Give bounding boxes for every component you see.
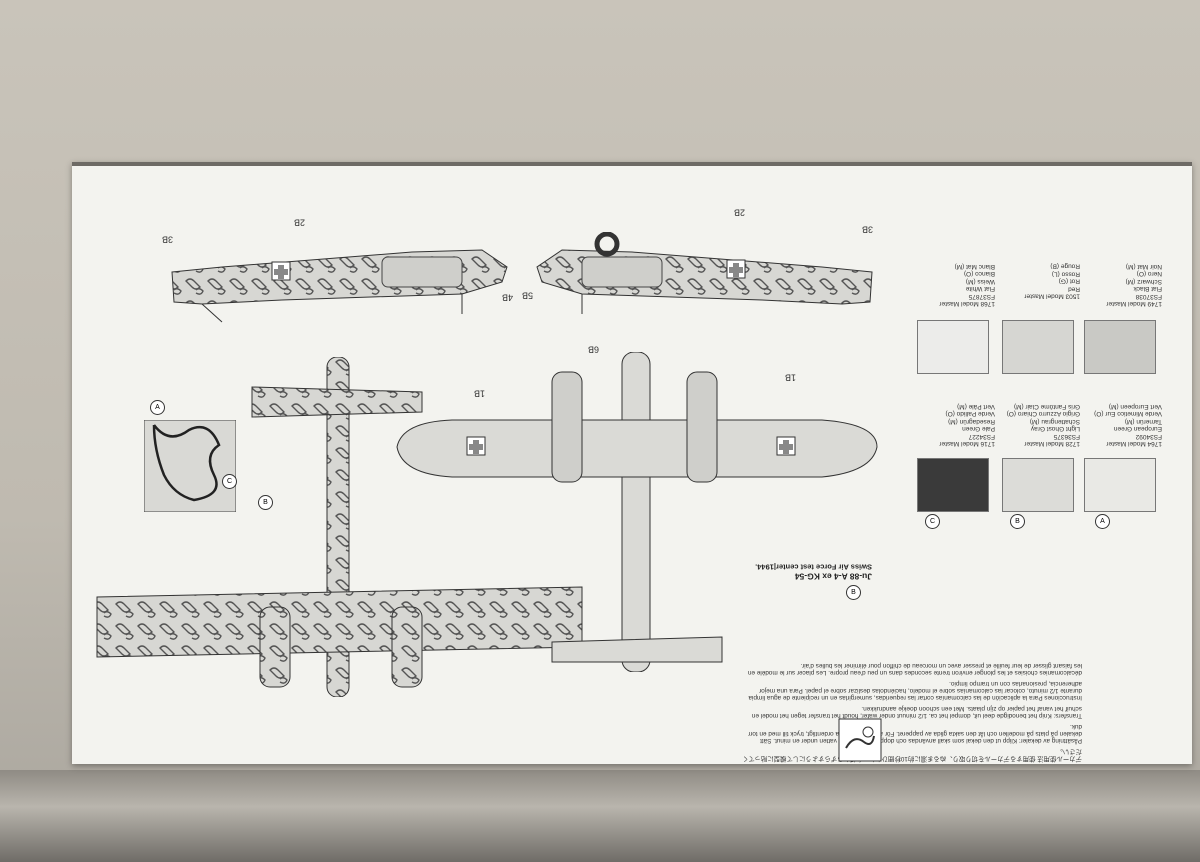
instructions-no: Påsättning av dekaler: Klipp ut den deka…: [748, 722, 1082, 745]
swatch-b: [1002, 458, 1074, 512]
swatch-tag-c: C: [925, 514, 940, 529]
camo-detail-inset: [144, 420, 236, 512]
detail-tag-c: C: [222, 474, 237, 489]
swatch-f: [917, 320, 989, 374]
callout-3b-right: 3B: [862, 224, 874, 235]
side-view-port: [171, 249, 508, 323]
callout-2b-right: 2B: [734, 207, 746, 218]
callout-4b: 4B: [502, 292, 514, 303]
bottom-view: [396, 352, 878, 672]
swatch-e: [1002, 320, 1074, 374]
sheet-fold: [72, 162, 1192, 166]
callout-1b-left: 1B: [474, 388, 486, 399]
swatch-c: [917, 458, 989, 512]
decal-instructions: デカール使用法 使用するデカールを切り取り、ぬるま湯に約10秒間ひたして台紙から…: [742, 602, 1082, 762]
instructions-es: Instrucciones Para la aplicación de las …: [748, 679, 1082, 702]
instructions-fr: décalcomanies choisies et les plonger en…: [747, 662, 1082, 677]
decal-water-icon: [838, 718, 882, 762]
caption-marker: B: [846, 585, 861, 600]
side-view-starboard: [536, 232, 873, 314]
instructions-jp: デカール使用法 使用するデカールを切り取り、ぬるま湯に約10秒間ひたして台紙から…: [742, 747, 1082, 762]
callout-2b-left: 2B: [294, 217, 306, 228]
swatch-tag-a: A: [1095, 514, 1110, 529]
caption-block: Ju-88 A-4 ex KG-54 Swiss Air Force test …: [632, 562, 872, 582]
caption-title: Ju-88 A-4 ex KG-54: [794, 571, 872, 582]
caption-subtitle: Swiss Air Force test center|1944.: [755, 562, 872, 572]
swatch-d: [1084, 320, 1156, 374]
swatch-a: [1084, 458, 1156, 512]
detail-tag-b: B: [258, 495, 273, 510]
callout-1b-right: 1B: [785, 372, 797, 383]
callout-5b: 5B: [522, 290, 534, 301]
top-view-camo: [96, 357, 583, 697]
instructions-nl: Transfers: Knip het benodigde deel uit, …: [751, 704, 1082, 720]
swatch-tag-b: B: [1010, 514, 1025, 529]
callout-6b: 6B: [588, 344, 600, 355]
callout-3b-left: 3B: [162, 234, 174, 245]
box-edge: [0, 770, 1200, 862]
instruction-sheet: A C B 3B 2B 4B 5B 2B 3B 1B 6B 1B Ju-88 A…: [72, 162, 1192, 764]
detail-tag-a: A: [150, 400, 165, 415]
